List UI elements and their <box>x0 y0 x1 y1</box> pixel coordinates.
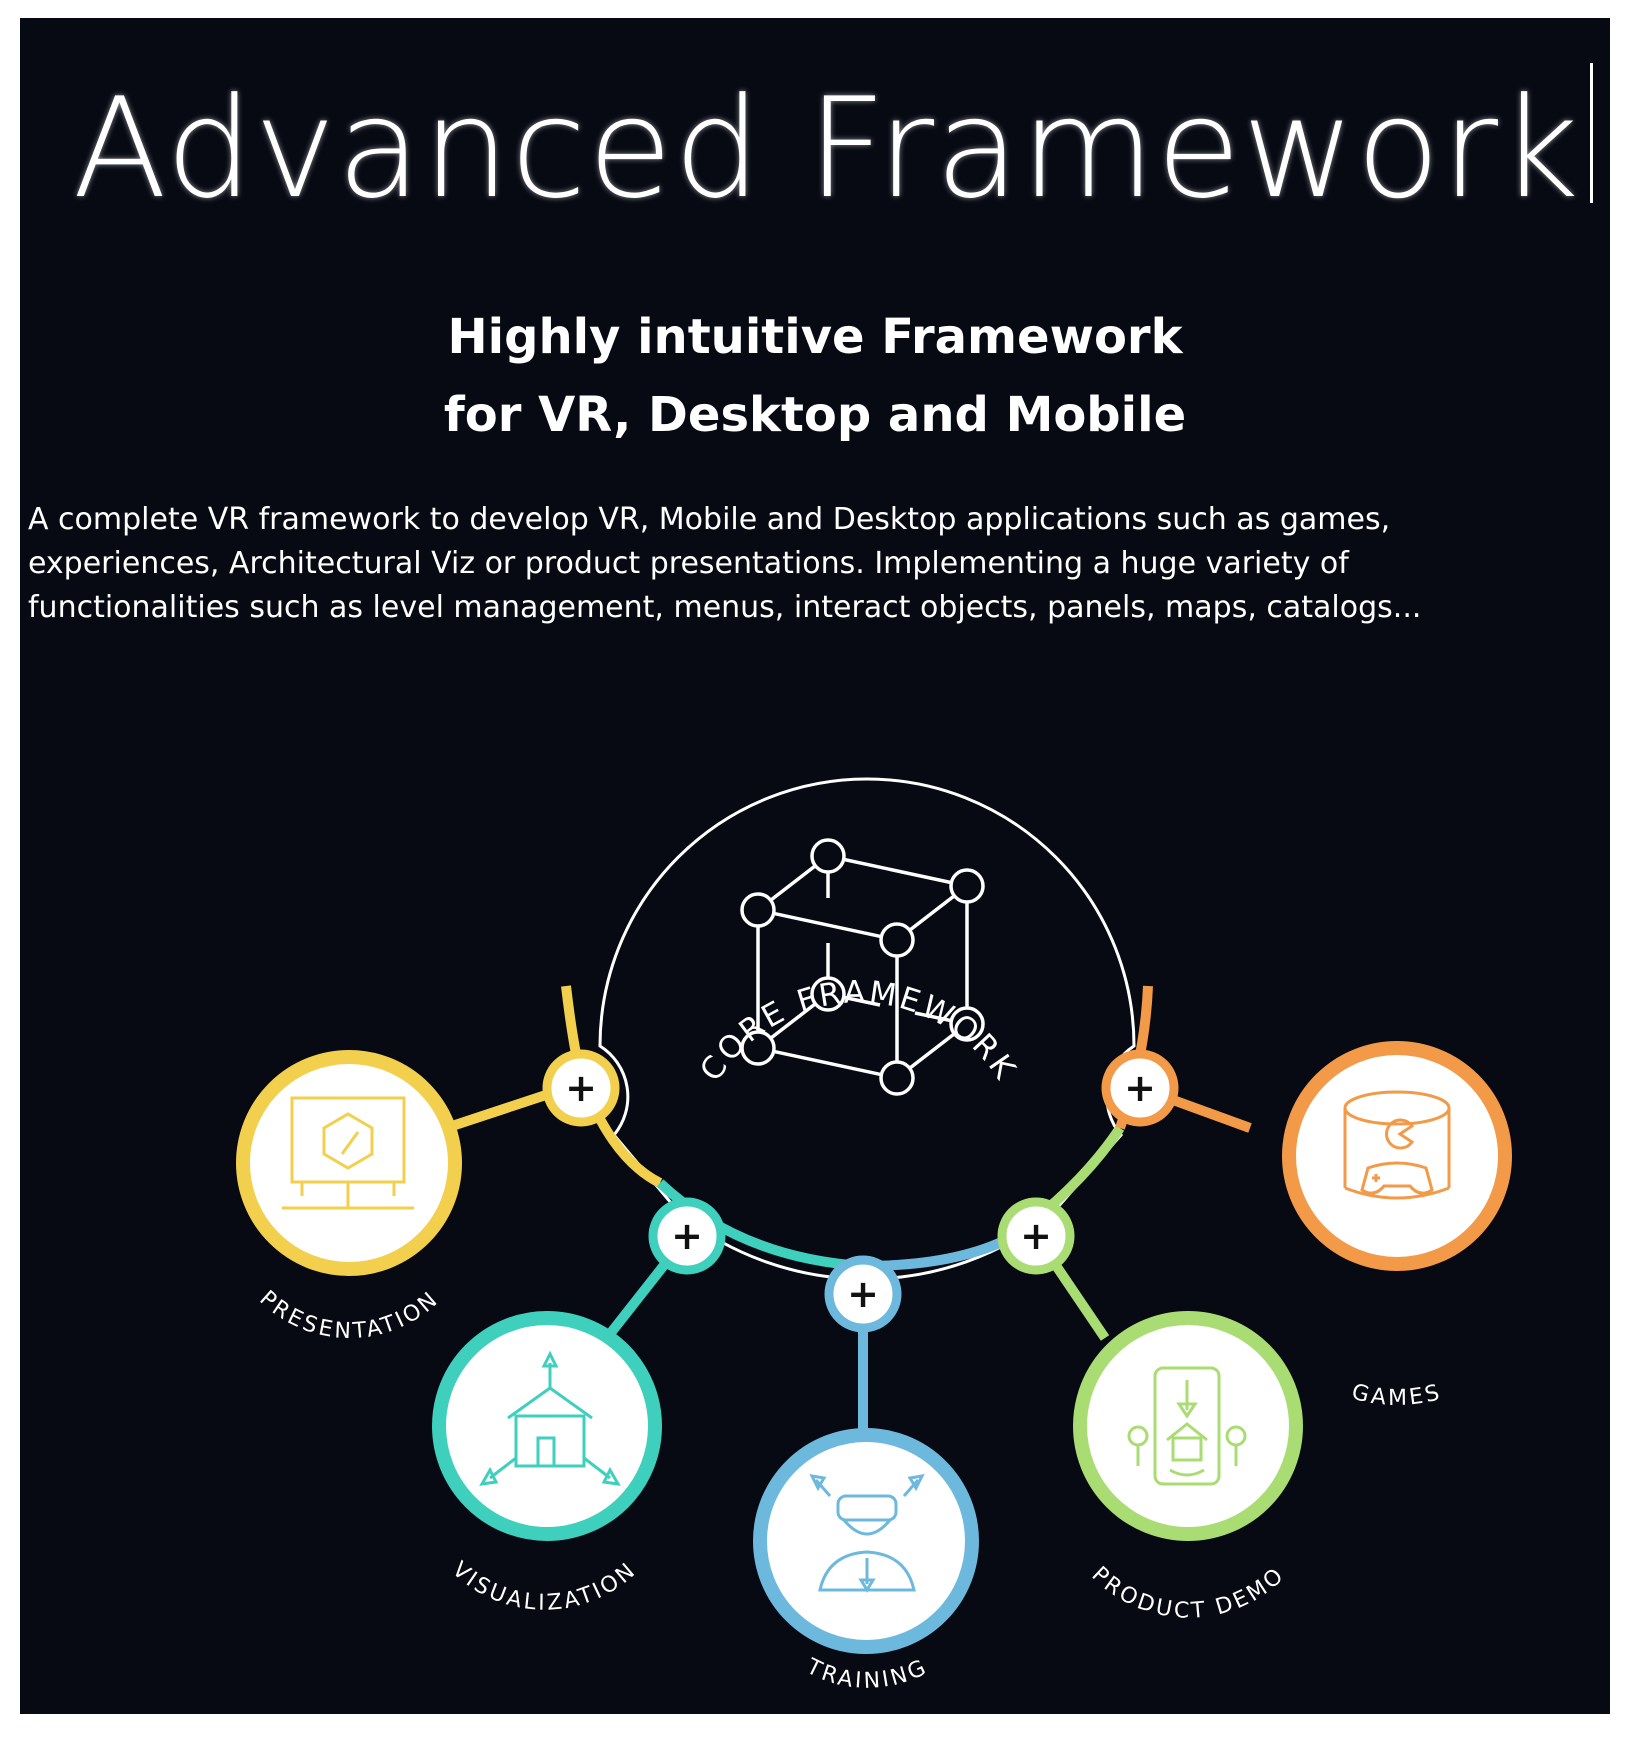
plus-node-games[interactable]: + <box>1101 1049 1179 1127</box>
subtitle-line-2: for VR, Desktop and Mobile <box>443 387 1187 443</box>
plus-node-productdemo[interactable]: + <box>997 1197 1075 1275</box>
text-cursor <box>1590 63 1593 203</box>
connector-arc-training <box>862 1233 1013 1271</box>
description: A complete VR framework to develop VR, M… <box>28 498 1608 630</box>
label-games: GAMES <box>1349 1380 1445 1411</box>
framework-diagram: CORE FRAMEWORK + + + + + <box>236 777 1512 1694</box>
house-visualization-icon <box>479 1350 621 1486</box>
phone-product-icon <box>1127 1366 1247 1486</box>
svg-text:+: + <box>1124 1066 1156 1110</box>
svg-text:+: + <box>1020 1214 1052 1258</box>
svg-text:+: + <box>671 1214 703 1258</box>
description-line-1: A complete VR framework to develop VR, M… <box>28 502 1391 537</box>
subtitle-line-1: Highly intuitive Framework <box>447 309 1183 365</box>
label-productdemo: PRODUCT DEMO <box>1087 1562 1291 1624</box>
plus-node-visualization[interactable]: + <box>648 1197 726 1275</box>
module-training[interactable]: TRAINING <box>753 1428 979 1694</box>
cube-network-icon <box>740 838 985 1096</box>
module-visualization[interactable]: VISUALIZATION <box>432 1311 662 1616</box>
module-presentation[interactable]: PRESENTATION <box>236 1050 462 1344</box>
module-productdemo[interactable]: PRODUCT DEMO <box>1073 1311 1303 1624</box>
main-panel: Advanced Framework Highly intuitive Fram… <box>20 18 1610 1714</box>
description-line-2: experiences, Architectural Viz or produc… <box>28 546 1349 581</box>
plus-node-training[interactable]: + <box>824 1255 902 1333</box>
label-presentation: PRESENTATION <box>255 1286 445 1344</box>
page-title: Advanced Framework <box>72 68 1580 229</box>
svg-text:+: + <box>847 1272 879 1316</box>
arcade-gamepad-icon <box>1343 1090 1451 1200</box>
module-games[interactable]: GAMES <box>1282 1041 1512 1411</box>
svg-text:+: + <box>565 1066 597 1110</box>
label-training: TRAINING <box>802 1654 933 1694</box>
plus-node-presentation[interactable]: + <box>542 1049 620 1127</box>
description-line-3: functionalities such as level management… <box>28 590 1422 625</box>
vr-headset-person-icon <box>809 1474 925 1593</box>
label-visualization: VISUALIZATION <box>447 1557 642 1616</box>
presentation-board-icon <box>282 1096 414 1210</box>
